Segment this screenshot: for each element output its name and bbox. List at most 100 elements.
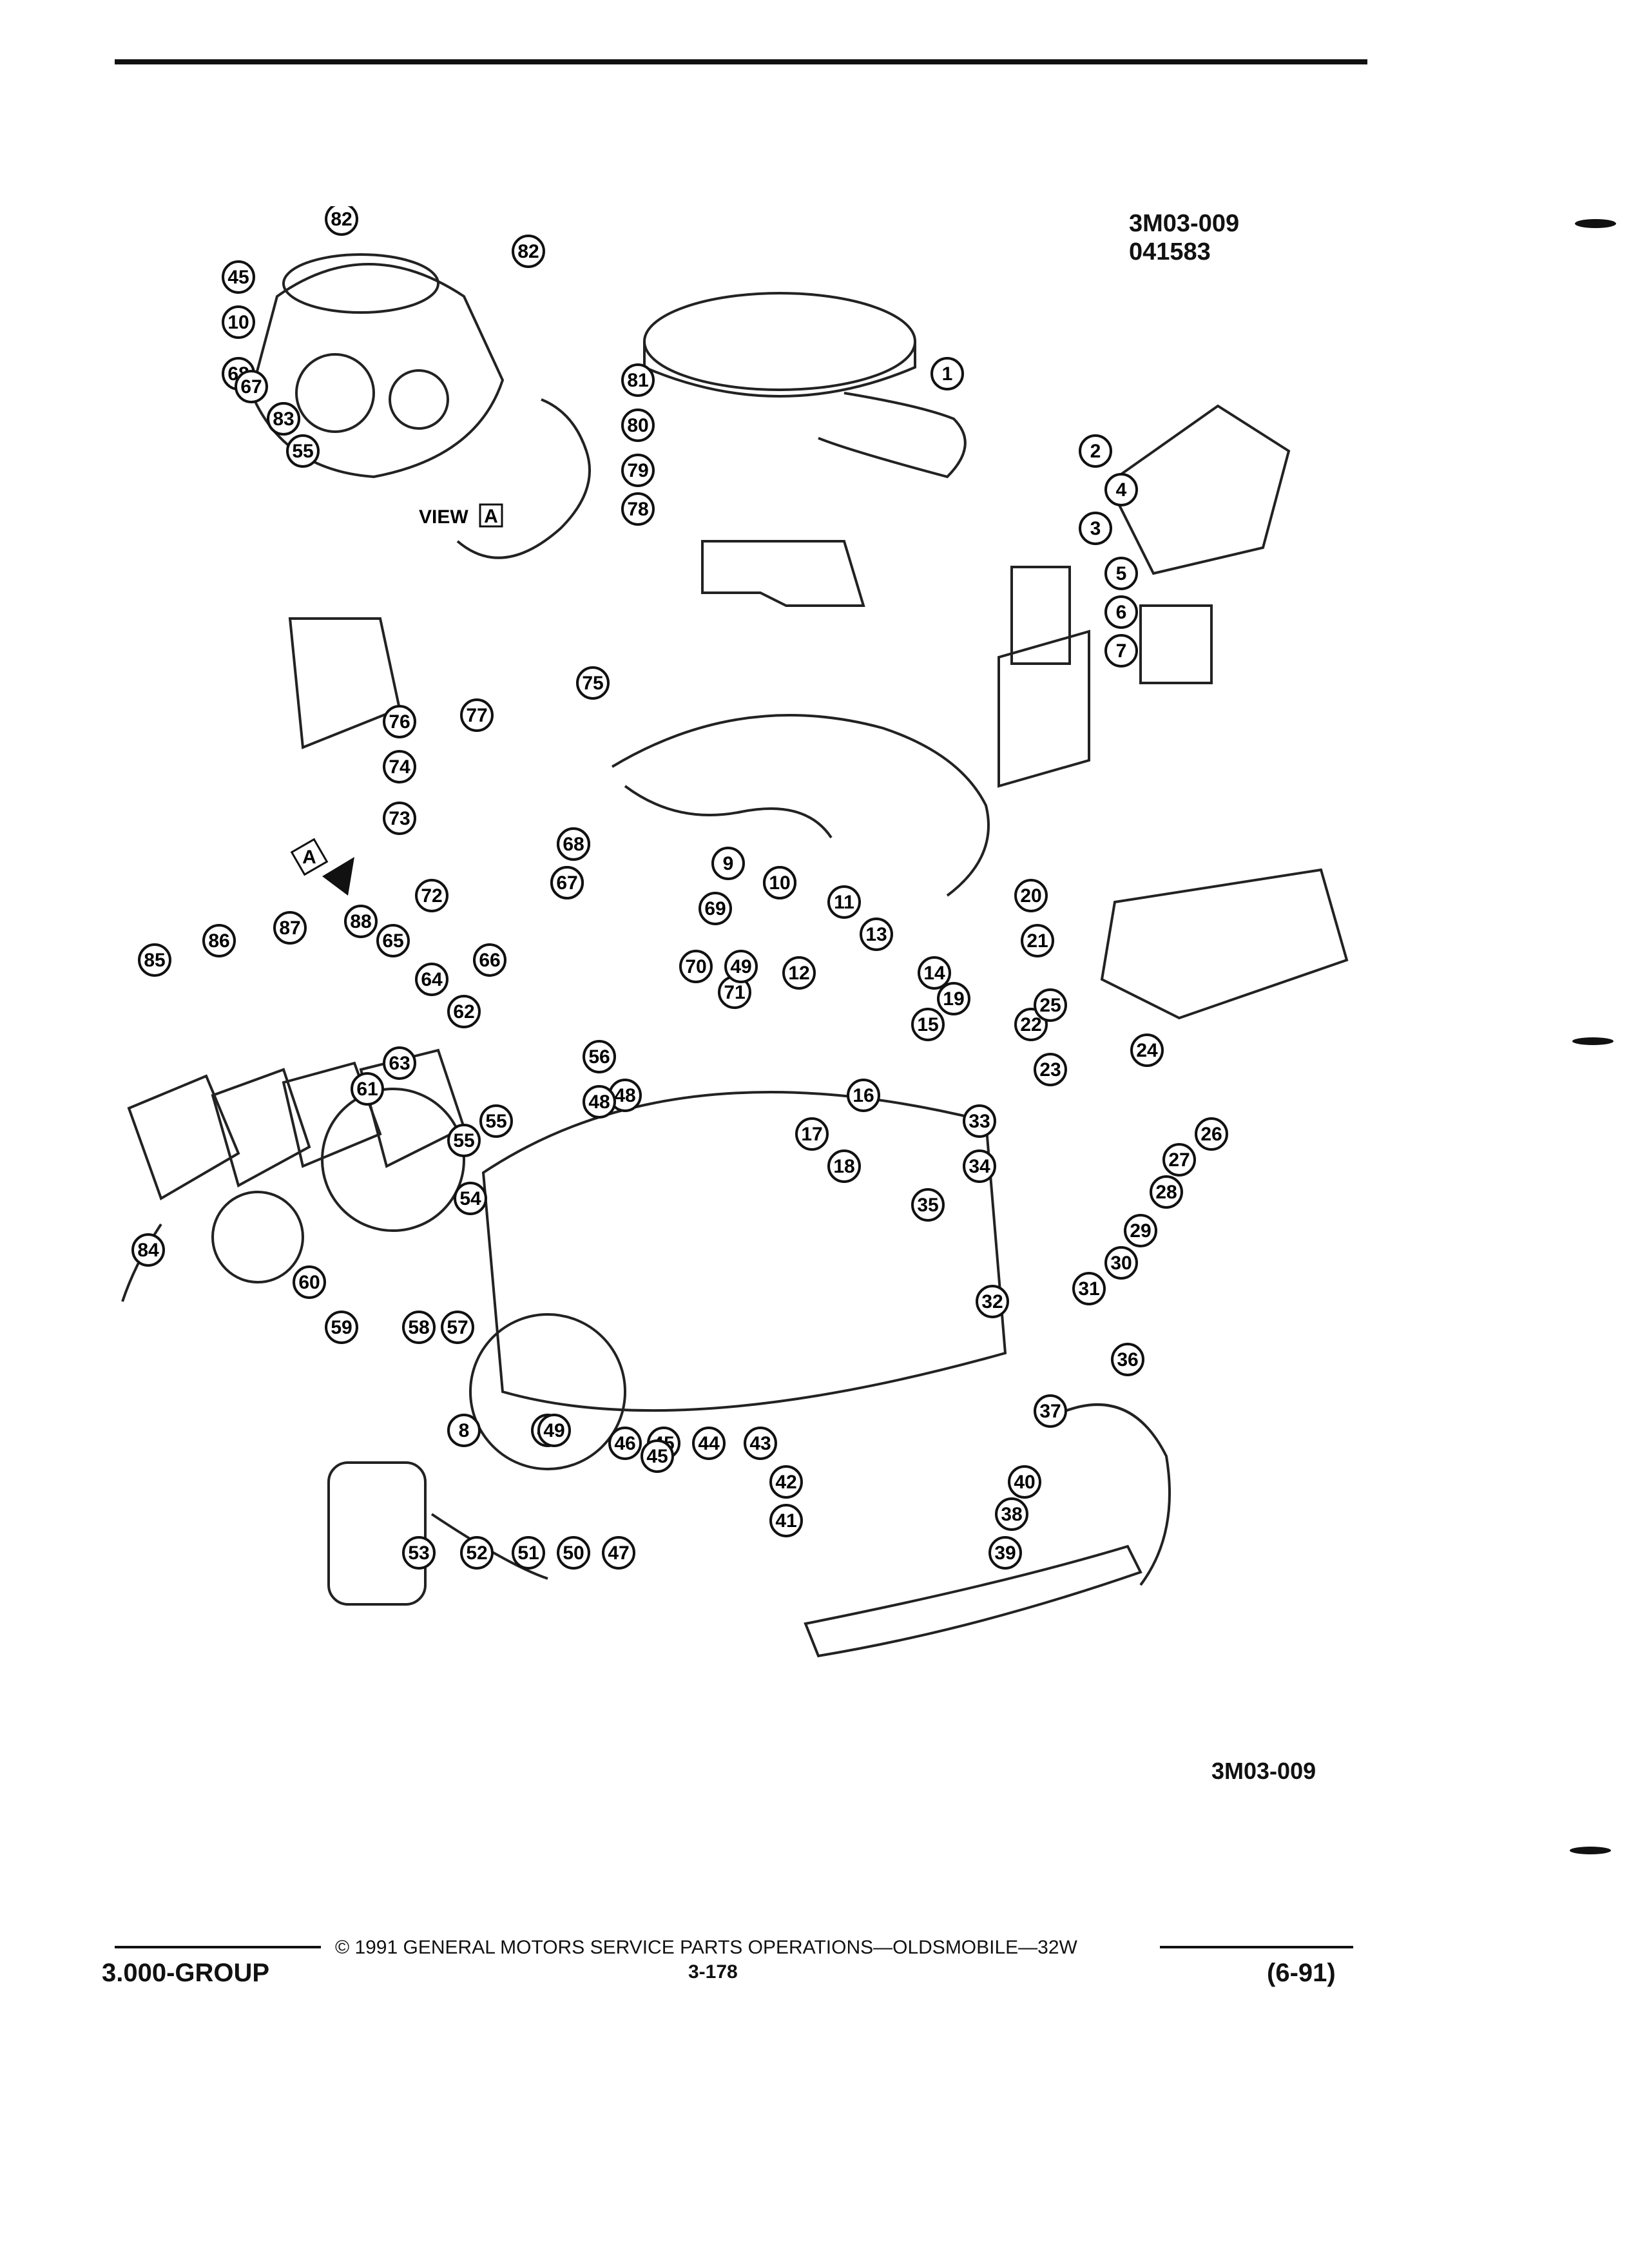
callout-81-circle bbox=[621, 363, 655, 397]
callout-60-label: 60 bbox=[298, 1272, 320, 1293]
callout-87-circle bbox=[273, 911, 307, 945]
callout-64: 64 bbox=[415, 963, 448, 996]
callout-61-circle bbox=[351, 1072, 384, 1106]
callout-88-label: 88 bbox=[350, 911, 371, 932]
callout-1-circle bbox=[930, 357, 964, 390]
callout-9-label: 9 bbox=[723, 853, 734, 874]
callout-74: 74 bbox=[383, 750, 416, 783]
callout-72-circle bbox=[415, 879, 448, 912]
callout-69-circle bbox=[699, 892, 732, 925]
callout-4-circle bbox=[1104, 473, 1138, 506]
view-a-callout-67-circle bbox=[235, 370, 268, 403]
callout-47: 47 bbox=[602, 1536, 635, 1570]
view-a-pulley-2 bbox=[389, 369, 449, 430]
canister-hose bbox=[430, 1513, 548, 1580]
callout-72-label: 72 bbox=[421, 885, 442, 907]
callout-29-circle bbox=[1124, 1214, 1157, 1247]
callout-12-label: 12 bbox=[788, 963, 809, 984]
extra-callout-48: 48 bbox=[583, 1085, 616, 1119]
callout-8: 8 bbox=[447, 1414, 481, 1447]
callout-17: 17 bbox=[795, 1117, 829, 1151]
view-a-callout-82: 82 bbox=[512, 235, 545, 268]
callout-56: 56 bbox=[583, 1040, 616, 1073]
callout-15-circle bbox=[911, 1008, 945, 1041]
callout-81-label: 81 bbox=[627, 370, 648, 391]
callout-36-circle bbox=[1111, 1343, 1144, 1376]
crank-pulley bbox=[469, 1313, 626, 1470]
callout-28-circle bbox=[1150, 1175, 1183, 1209]
extra-callout-49-circle bbox=[537, 1414, 571, 1447]
callout-3: 3 bbox=[1079, 512, 1112, 545]
callout-33: 33 bbox=[963, 1104, 996, 1138]
callout-27-circle bbox=[1162, 1143, 1196, 1177]
callout-86-circle bbox=[202, 924, 236, 957]
extra-callout-68-circle bbox=[557, 827, 590, 861]
callout-87: 87 bbox=[273, 911, 307, 945]
callout-58-circle bbox=[402, 1311, 436, 1344]
callout-18-label: 18 bbox=[833, 1156, 854, 1177]
callout-46: 46 bbox=[608, 1427, 642, 1460]
bracket-86 bbox=[211, 1068, 311, 1187]
callout-85-label: 85 bbox=[144, 950, 165, 971]
callout-19: 19 bbox=[937, 982, 970, 1015]
view-a-callout-45: 45 bbox=[222, 260, 255, 294]
callout-72: 72 bbox=[415, 879, 448, 912]
callout-37-label: 37 bbox=[1039, 1401, 1061, 1422]
exhaust-shield bbox=[804, 1544, 1142, 1658]
callout-12: 12 bbox=[782, 956, 816, 990]
view-a-box bbox=[479, 503, 503, 528]
extra-callout-55-circle bbox=[447, 1124, 481, 1157]
callout-53: 53 bbox=[402, 1536, 436, 1570]
ecm-cover bbox=[998, 629, 1090, 788]
page-number: 3-178 bbox=[688, 1961, 738, 1983]
callout-59: 59 bbox=[325, 1311, 358, 1344]
callout-30-circle bbox=[1104, 1246, 1138, 1280]
callout-26: 26 bbox=[1195, 1117, 1228, 1151]
group-label: 3.000-GROUP bbox=[102, 1959, 270, 1987]
extra-callout-49: 49 bbox=[724, 950, 758, 983]
callout-8-circle bbox=[447, 1414, 481, 1447]
callout-52-label: 52 bbox=[466, 1542, 487, 1564]
callout-36-label: 36 bbox=[1117, 1349, 1138, 1370]
callout-24-label: 24 bbox=[1136, 1040, 1158, 1061]
extra-callout-10-circle bbox=[763, 866, 796, 899]
wiring-harness-branch bbox=[624, 785, 833, 839]
callout-63: 63 bbox=[383, 1046, 416, 1080]
view-a-callout-83-label: 83 bbox=[273, 408, 294, 430]
callout-70-label: 70 bbox=[685, 956, 706, 977]
callout-27: 27 bbox=[1162, 1143, 1196, 1177]
ecm-module bbox=[1010, 566, 1071, 665]
callout-37: 37 bbox=[1034, 1394, 1067, 1428]
callout-56-label: 56 bbox=[588, 1046, 610, 1068]
callout-48-label: 48 bbox=[614, 1085, 635, 1106]
callout-87-label: 87 bbox=[279, 918, 300, 939]
view-a-pulley bbox=[295, 353, 375, 433]
callout-25-label: 25 bbox=[1039, 995, 1061, 1016]
callout-13: 13 bbox=[860, 918, 893, 951]
callout-5-circle bbox=[1104, 557, 1138, 590]
callout-46-label: 46 bbox=[614, 1433, 635, 1454]
callout-1-label: 1 bbox=[942, 363, 953, 385]
callout-19-label: 19 bbox=[943, 988, 964, 1010]
callout-20: 20 bbox=[1014, 879, 1048, 912]
callout-66-circle bbox=[473, 943, 506, 977]
callout-81: 81 bbox=[621, 363, 655, 397]
callout-27-label: 27 bbox=[1168, 1149, 1190, 1171]
callout-19-circle bbox=[937, 982, 970, 1015]
callout-4-label: 4 bbox=[1116, 479, 1127, 501]
top-rule bbox=[115, 59, 1367, 64]
callout-55: 55 bbox=[479, 1104, 513, 1138]
callout-21-label: 21 bbox=[1027, 930, 1048, 952]
callout-50-label: 50 bbox=[563, 1542, 584, 1564]
callout-40-label: 40 bbox=[1014, 1472, 1035, 1493]
callout-35: 35 bbox=[911, 1188, 945, 1222]
extra-callout-49-label: 49 bbox=[543, 1420, 564, 1441]
view-a-arrow: A bbox=[290, 838, 354, 896]
callout-53-label: 53 bbox=[408, 1542, 429, 1564]
view-a-callout-82-label: 82 bbox=[517, 241, 539, 262]
callout-7-circle bbox=[1104, 634, 1138, 668]
callout-5: 5 bbox=[1104, 557, 1138, 590]
copyright-line: © 1991 GENERAL MOTORS SERVICE PARTS OPER… bbox=[335, 1937, 1077, 1958]
callout-44-label: 44 bbox=[698, 1433, 720, 1454]
view-a-label: VIEW bbox=[419, 506, 468, 528]
